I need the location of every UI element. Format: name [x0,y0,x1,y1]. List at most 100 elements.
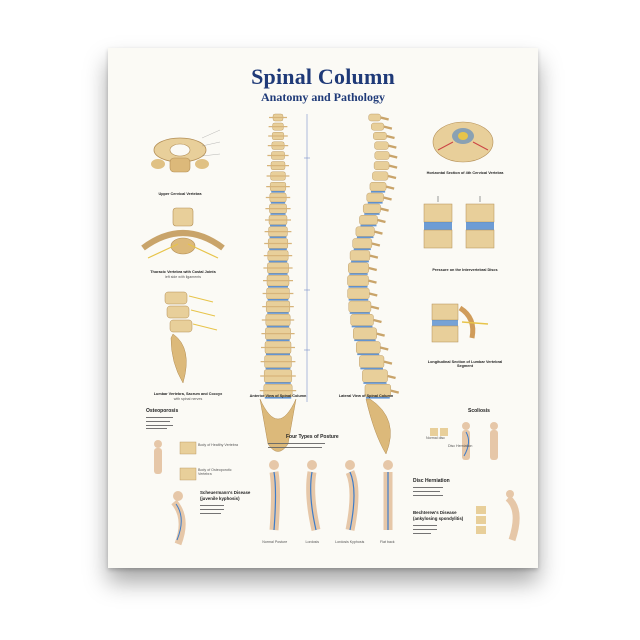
herniated-disc-label: Disc Herniation [448,444,473,448]
scheuermann-text: ▬▬▬▬▬▬▬▬▬▬▬▬▬▬▬▬▬▬▬▬▬▬▬ [200,503,224,515]
longitudinal-section-illustration [431,303,489,343]
anterior-caption: Anterior View of Spinal Column [249,394,307,398]
posture-figures [269,460,393,532]
osteoporosis-heading: Osteoporosis [146,408,179,414]
lateral-vertebra [362,369,388,383]
lumbar-caption: Lumbar Vertebra, Sacrum and Coccyx [153,392,223,396]
lateral-disc [351,260,369,263]
lateral-vertebra [348,262,369,274]
anterior-disc [270,202,286,204]
lateral-disc [363,382,387,384]
lateral-disc [353,248,371,251]
lateral-sacrum [365,398,391,455]
anterior-disc [265,367,291,370]
horizontal-section-caption: Horizontal Section of 4th Cervical Verte… [426,171,504,175]
bechterew-figures [476,490,520,542]
lateral-vertebra [352,238,373,249]
lateral-vertebra [353,327,377,340]
lumbar-sacrum-illustration [164,291,218,384]
disc-herniation-text: ▬▬▬▬▬▬▬▬▬▬▬▬▬▬▬▬▬▬▬▬▬▬▬▬▬▬▬▬▬ [413,485,443,497]
lateral-vertebra [371,122,385,131]
lateral-disc [356,236,374,239]
lateral-vertebra [369,182,387,192]
posture-labels: Normal Posture Lordosis Lordosis Kyphosi… [256,540,406,544]
bechterew-heading: Bechterew's Disease [413,510,457,515]
lateral-disc [360,367,383,370]
anterior-disc [269,236,287,239]
lateral-disc [367,202,383,204]
normal-disc-label: Normal disc [426,436,445,440]
posture-figure [383,460,393,530]
longitudinal-caption: Longitudinal Section of Lumbar Vertebral… [427,360,503,368]
lateral-vertebra [347,287,370,300]
thoracic-subcaption: left side with ligaments [164,275,202,279]
posture-heading: Four Types of Posture [286,434,339,440]
upper-cervical-illustration [151,129,221,173]
lateral-vertebra [356,341,381,354]
posture-label-normal: Normal Posture [262,540,288,544]
lateral-vertebra [363,203,381,214]
lateral-vertebra [374,151,390,160]
lateral-disc [348,299,369,301]
anterior-spine-illustration [259,113,297,452]
anterior-disc [267,312,289,314]
lateral-vertebra [355,226,375,237]
disc-pressure-caption: Pressure on the Intervertebral Discs [432,268,498,272]
horizontal-section-illustration [432,121,494,163]
osteoporotic-vertebra-label: Body of Osteoporotic Vertebra [198,468,232,477]
thoracic-illustration [141,207,225,259]
lateral-disc [354,339,376,342]
osteoporosis-figures [154,440,197,481]
osteoporosis-text: ▬▬▬▬▬▬▬▬▬▬▬▬▬▬▬▬▬▬▬▬▬▬▬▬▬▬▬▬▬▬▬▬▬ [146,415,173,431]
lateral-vertebra [348,300,372,313]
healthy-vertebra-label: Body of Healthy Vertebra [198,443,238,447]
lateral-disc [357,353,380,356]
disc-herniation-heading: Disc Herniation [413,478,450,484]
lateral-vertebra [372,171,389,181]
lateral-disc [365,397,390,399]
anterior-disc [268,260,288,263]
anterior-disc [268,273,288,275]
poster-title: Spinal Column [251,64,395,89]
posture-label-lordosis: Lordosis [305,540,320,544]
anterior-disc [265,382,291,384]
lateral-vertebra [374,141,389,150]
anterior-disc [266,339,290,342]
anterior-disc [266,325,290,328]
lateral-vertebra [350,314,374,326]
lateral-vertebra [359,215,378,225]
scheuermann-figure [171,491,186,546]
lateral-disc [349,312,370,314]
lateral-disc [360,224,377,227]
anterior-disc [264,397,292,399]
anterior-disc [266,353,290,356]
lateral-vertebra [373,161,390,170]
anterior-disc [268,286,288,288]
thoracic-caption: Thoracic Vertebra with Costal Joints [150,270,216,274]
anterior-sacrum [259,398,297,452]
anterior-disc [267,299,289,301]
lateral-spine-illustration [347,113,400,455]
region-bracket [304,114,310,402]
lateral-disc [348,286,368,288]
lateral-disc [364,213,380,215]
lateral-disc [370,191,386,193]
posture-figure [345,460,359,531]
lateral-vertebra [349,250,371,261]
scoliosis-heading: Scoliosis [468,408,490,414]
anterior-disc [270,224,286,227]
posture-label-lordosis-kyphosis: Lordosis Kyphosis [335,540,365,544]
anterior-disc [270,213,286,215]
lumbar-subcaption: with spinal nerves [173,397,203,401]
scheuermann-subheading: (juvenile kyphosis) [200,496,240,501]
bechterew-subheading: (ankylosing spondylitis) [413,516,464,521]
upper-cervical-caption: Upper Cervical Vertebra [158,192,202,196]
posture-figure [269,460,280,531]
lateral-disc [351,325,373,328]
scheuermann-heading: Scheuermann's Disease [200,490,251,495]
anterior-disc [269,248,287,251]
lateral-vertebra [359,355,385,368]
posture-figure [306,460,321,532]
lateral-disc [349,273,368,275]
anterior-disc [271,191,285,193]
